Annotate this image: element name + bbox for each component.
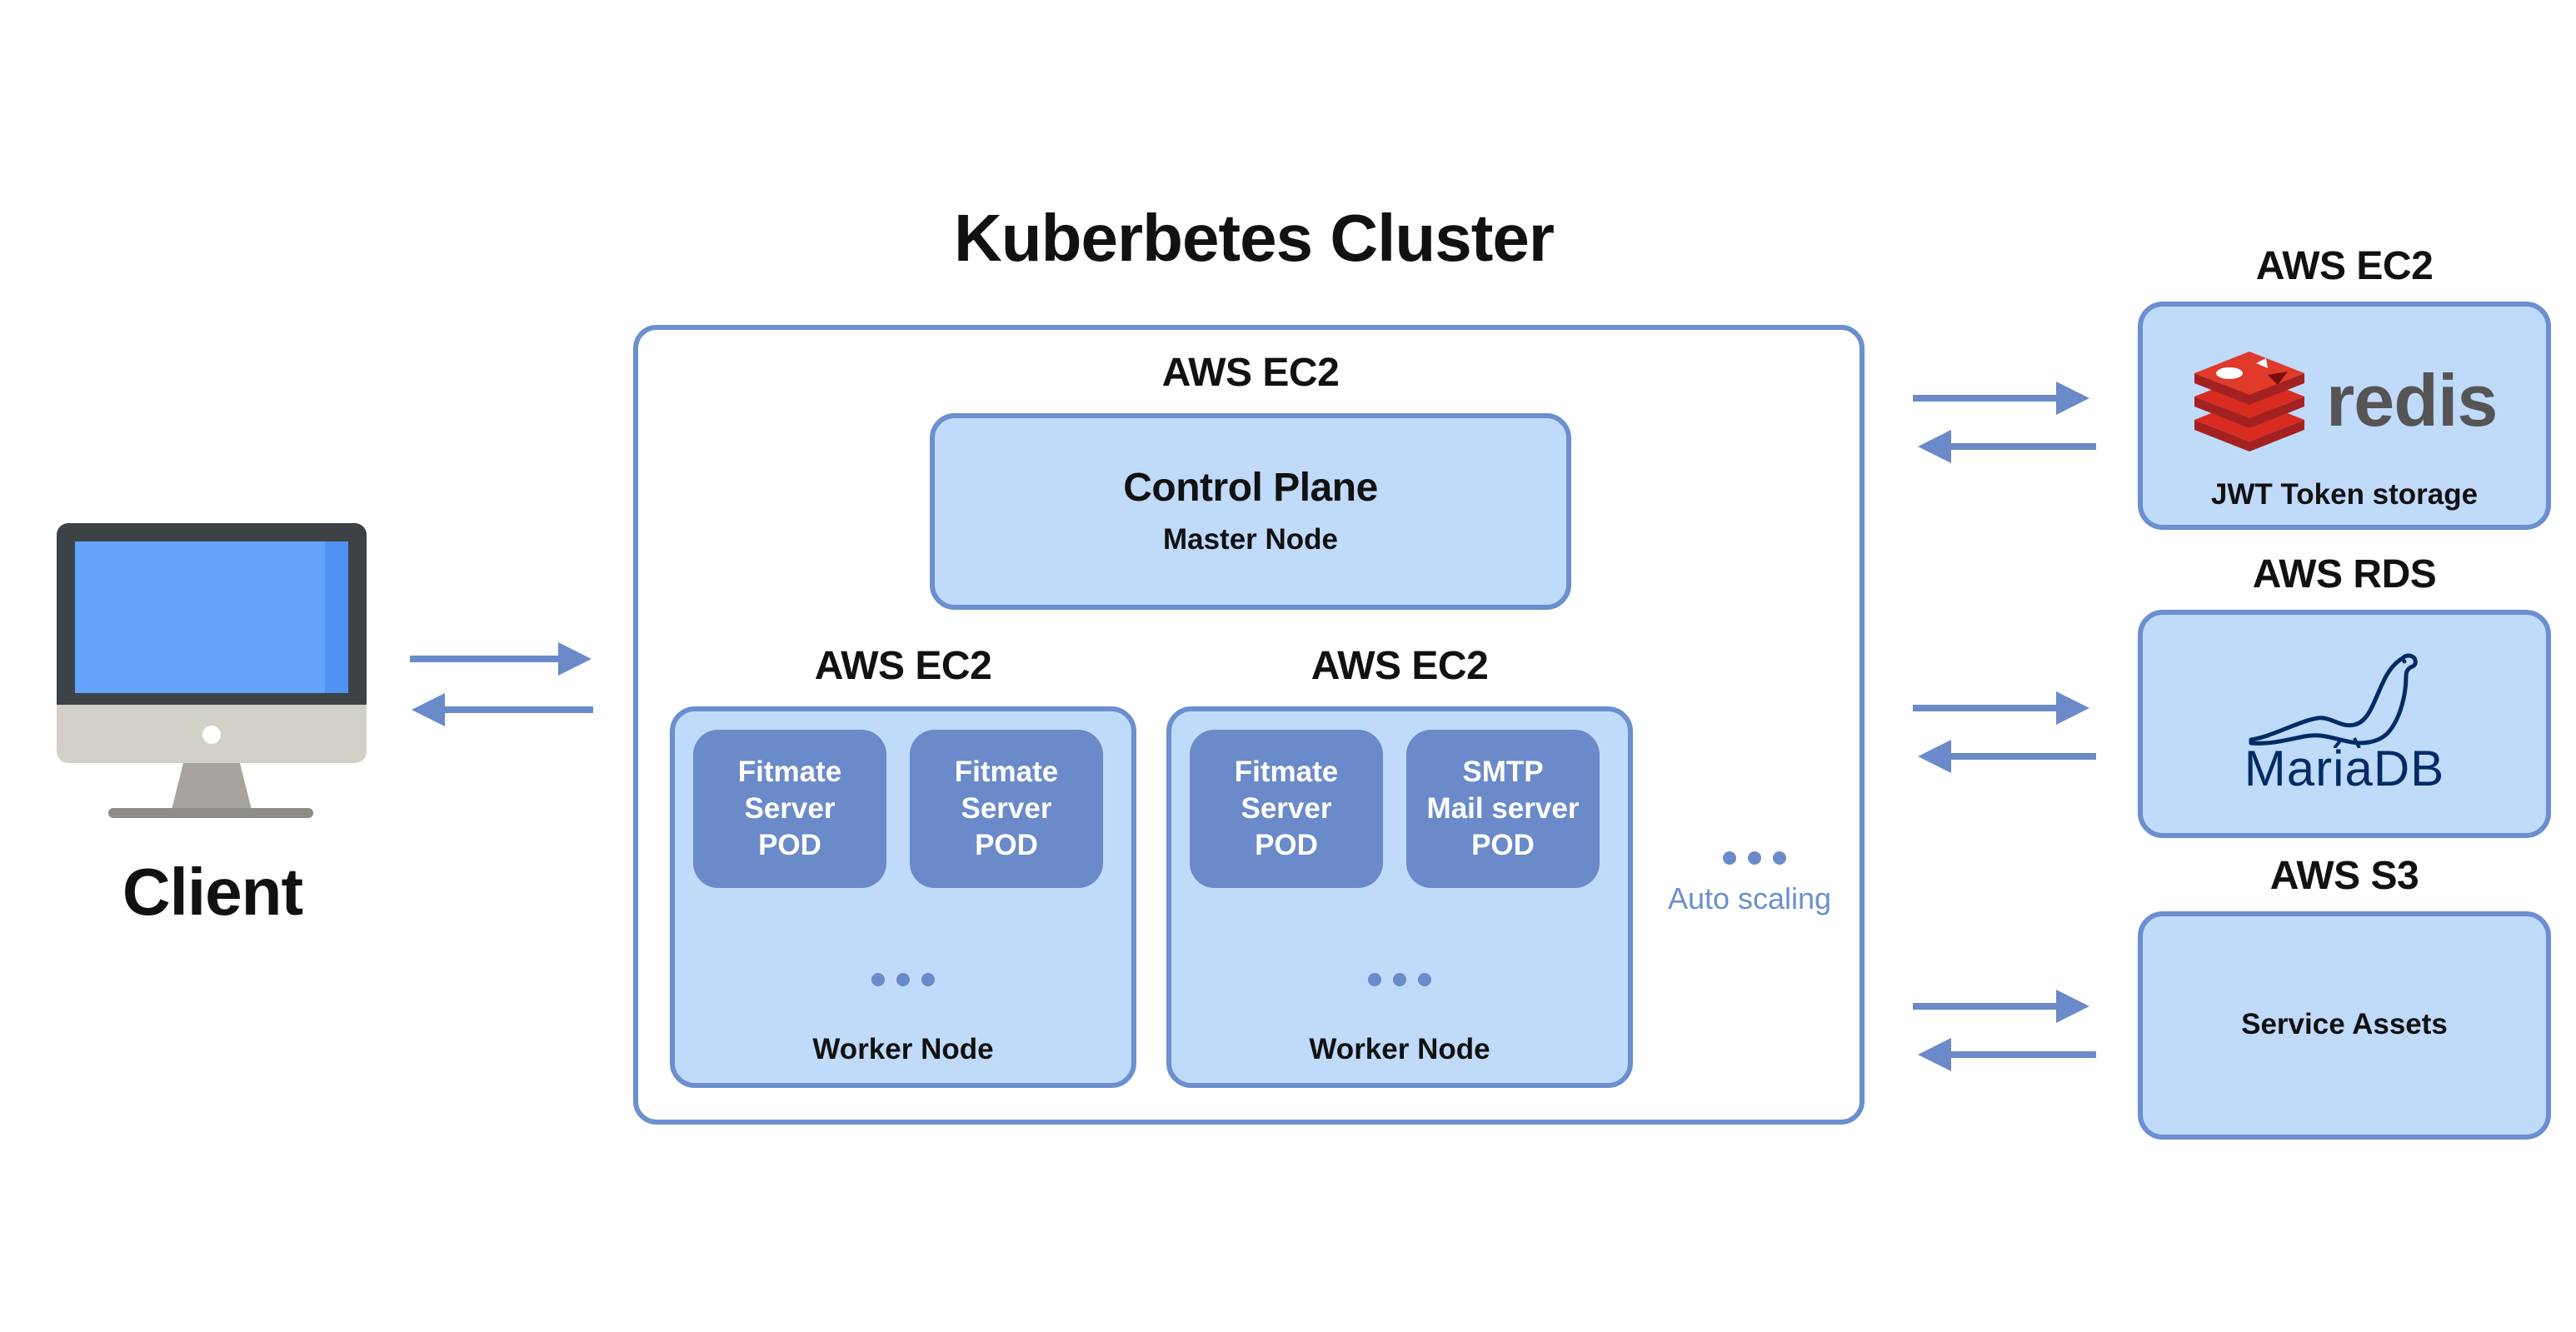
s3-service-box (2138, 911, 2551, 1140)
autoscaling-label: Auto scaling (1667, 881, 1832, 915)
pod-fitmate-server-2: Fitmate Server POD (910, 730, 1103, 888)
pod-line: Server (744, 792, 836, 825)
pod-fitmate-server-1: Fitmate Server POD (693, 730, 886, 888)
pod-line: POD (975, 829, 1038, 861)
s3-host-label: AWS S3 (2269, 854, 2419, 898)
worker-1-label: Worker Node (812, 1033, 994, 1065)
mariadb-host-label: AWS RDS (2252, 552, 2437, 596)
mariadb-seal-icon (2249, 653, 2418, 748)
worker-2-label: Worker Node (1309, 1033, 1490, 1065)
desktop-computer-icon (57, 523, 367, 818)
more-pods-ellipsis-icon (1368, 973, 1431, 986)
mariadb-logo-text: MariaDB (2244, 741, 2445, 796)
pod-smtp-mail-server: SMTP Mail server POD (1406, 730, 1600, 888)
pod-line: Fitmate (1234, 756, 1339, 788)
pod-line: Server (961, 792, 1052, 825)
control-plane-title: Control Plane (1123, 466, 1378, 510)
redis-caption: JWT Token storage (2210, 478, 2479, 511)
pod-line: POD (1255, 829, 1318, 861)
worker-2-host-label: AWS EC2 (1310, 644, 1489, 688)
pod-line: Mail server (1426, 792, 1580, 825)
control-plane-host-label: AWS EC2 (1161, 351, 1340, 395)
control-plane-subtitle: Master Node (1162, 523, 1339, 556)
more-pods-ellipsis-icon (871, 973, 935, 986)
pod-line: POD (758, 829, 821, 861)
pod-line: Server (1241, 792, 1332, 825)
client-label: Client (122, 855, 303, 929)
pod-line: Fitmate (954, 756, 1059, 788)
diagram-title: Kuberbetes Cluster (954, 201, 1555, 275)
redis-logo-icon (2194, 352, 2304, 451)
pod-line: POD (1471, 829, 1535, 861)
s3-caption: Service Assets (2241, 1008, 2448, 1040)
control-plane-box (930, 413, 1571, 610)
pod-line: Fitmate (737, 756, 842, 788)
redis-logo-text: redis (2326, 359, 2498, 442)
autoscaling-ellipsis-icon (1723, 851, 1786, 865)
pod-line: SMTP (1462, 756, 1544, 788)
redis-host-label: AWS EC2 (2255, 244, 2434, 288)
pod-fitmate-server-3: Fitmate Server POD (1190, 730, 1383, 888)
worker-1-host-label: AWS EC2 (814, 644, 992, 688)
